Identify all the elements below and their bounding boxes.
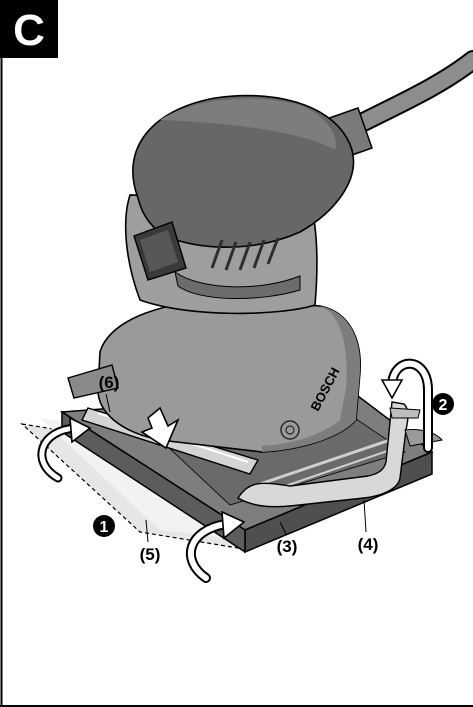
step-2-number: 2 [439, 397, 448, 414]
sander-handle [132, 94, 355, 281]
step-badge-1: 1 [93, 515, 115, 537]
fold-arrow-left-top [37, 416, 92, 483]
callout-plate: (3) [277, 537, 298, 556]
sander-body: BOSCH [67, 299, 361, 453]
figure-letter-badge: C [0, 0, 58, 58]
leader-lines [105, 393, 367, 543]
fold-arrow-left-bottom [185, 510, 246, 583]
callout-paper: (5) [140, 545, 161, 564]
figure-letter: C [13, 6, 45, 55]
fold-arrow-right [380, 358, 433, 453]
step-1-number: 1 [100, 519, 109, 536]
grip-ribs [210, 237, 280, 271]
press-arrow [140, 406, 180, 450]
step-badge-2: 2 [432, 393, 454, 415]
callout-lever: (6) [99, 373, 120, 392]
callout-clamp: (4) [358, 535, 379, 554]
